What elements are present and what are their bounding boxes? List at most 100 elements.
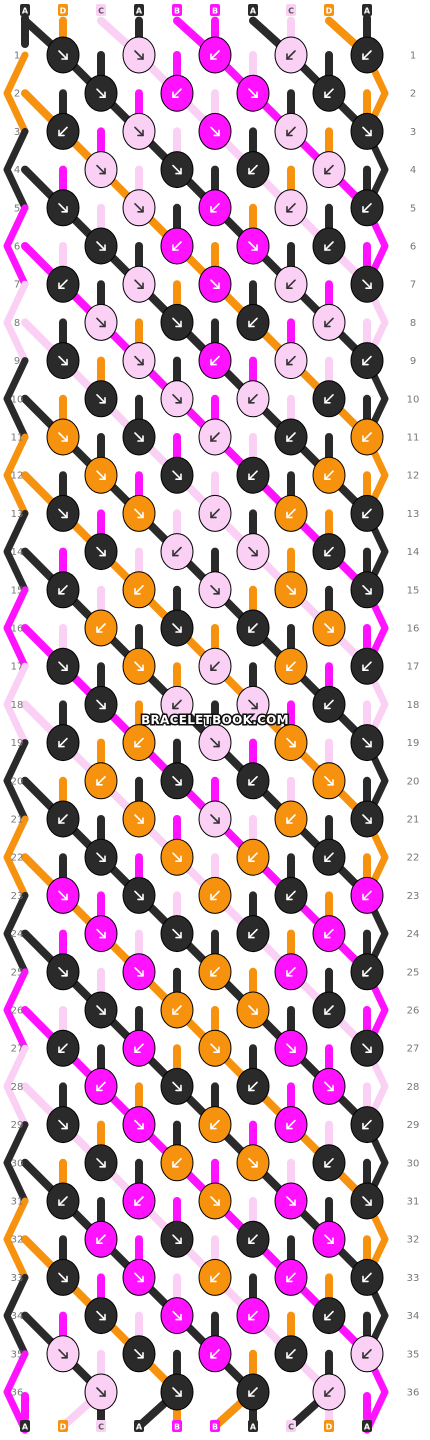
knot-arrow-icon xyxy=(324,164,334,175)
knot xyxy=(198,1258,232,1296)
row-number-left: 1 xyxy=(14,51,20,62)
knot xyxy=(160,1373,194,1411)
knot xyxy=(198,342,232,380)
edge-strand xyxy=(3,1197,29,1281)
knot-arrow-icon xyxy=(96,393,106,404)
row-number-left: 5 xyxy=(14,203,20,214)
knot-arrow-icon xyxy=(362,584,372,595)
knot-arrow-icon xyxy=(362,355,372,366)
knot-arrow-icon xyxy=(58,355,68,366)
knot-arrow-icon xyxy=(58,1196,68,1206)
svg-text:A: A xyxy=(22,1423,29,1432)
knot xyxy=(46,876,80,914)
knot-arrow-icon xyxy=(172,393,182,404)
knot xyxy=(312,1144,346,1182)
knot xyxy=(46,724,80,762)
knot xyxy=(84,991,118,1029)
knot xyxy=(46,953,80,991)
knot xyxy=(274,800,308,838)
knot-arrow-icon xyxy=(58,126,68,137)
row-number-right: 21 xyxy=(407,815,420,826)
edge-strand xyxy=(3,815,29,899)
knot-arrow-icon xyxy=(134,661,144,672)
svg-text:D: D xyxy=(60,1423,67,1432)
knot xyxy=(236,991,270,1029)
knot xyxy=(84,1220,118,1258)
strand-label-bottom: A xyxy=(134,1420,144,1432)
knot-arrow-icon xyxy=(58,508,68,519)
knot-arrow-icon xyxy=(286,50,296,60)
knot xyxy=(160,685,194,723)
knot-arrow-icon xyxy=(248,470,258,481)
knot-arrow-icon xyxy=(96,775,106,786)
knot-arrow-icon xyxy=(286,737,296,748)
knot xyxy=(236,533,270,571)
edge-strand xyxy=(3,1121,29,1205)
knot xyxy=(160,1297,194,1335)
knot-arrow-icon xyxy=(58,1349,68,1359)
edge-strand xyxy=(3,280,29,365)
knot xyxy=(84,685,118,723)
row-number-right: 36 xyxy=(407,1388,420,1399)
knot-arrow-icon xyxy=(96,546,106,557)
knot-arrow-icon xyxy=(286,661,296,672)
knot-arrow-icon xyxy=(96,164,106,175)
knot-arrow-icon xyxy=(362,1349,372,1359)
knot-arrow-icon xyxy=(362,890,372,901)
knot xyxy=(312,227,346,265)
svg-text:B: B xyxy=(212,7,218,16)
knot-arrow-icon xyxy=(248,546,258,557)
svg-text:A: A xyxy=(364,7,371,16)
knot xyxy=(46,494,80,532)
knot-arrow-icon xyxy=(324,775,334,786)
knot xyxy=(350,800,384,838)
knot-arrow-icon xyxy=(324,393,334,404)
knot-arrow-icon xyxy=(96,1310,106,1321)
knot-arrow-icon xyxy=(248,241,258,251)
knot xyxy=(198,800,232,838)
knot xyxy=(312,456,346,494)
knot xyxy=(46,265,80,303)
knot xyxy=(274,1029,308,1067)
knot-arrow-icon xyxy=(210,355,220,366)
knot xyxy=(350,418,384,456)
edge-strand xyxy=(3,357,29,441)
knot-arrow-icon xyxy=(362,1272,372,1283)
knot xyxy=(122,1258,156,1296)
knot xyxy=(84,456,118,494)
knot-arrow-icon xyxy=(324,88,334,98)
knot xyxy=(236,74,270,112)
knot xyxy=(274,189,308,227)
edge-strand xyxy=(3,1350,29,1434)
knot xyxy=(350,876,384,914)
knot-arrow-icon xyxy=(172,1310,182,1321)
row-number-left: 2 xyxy=(14,89,20,100)
knot-arrow-icon xyxy=(210,279,220,290)
knot-arrow-icon xyxy=(210,432,220,442)
knot xyxy=(350,571,384,609)
knot-arrow-icon xyxy=(172,317,182,328)
knot xyxy=(350,1182,384,1220)
row-number-left: 36 xyxy=(11,1388,24,1399)
strand-label-bottom: A xyxy=(362,1420,372,1432)
edge-strand xyxy=(3,51,29,135)
knot xyxy=(122,494,156,532)
row-number-left: 16 xyxy=(11,624,24,635)
knot-arrow-icon xyxy=(172,1005,182,1015)
knot xyxy=(122,1106,156,1144)
knot xyxy=(236,456,270,494)
edge-strand xyxy=(3,1044,29,1129)
knot-arrow-icon xyxy=(58,432,68,442)
knot xyxy=(198,265,232,303)
knot xyxy=(274,342,308,380)
strand-label-bottom: A xyxy=(20,1420,30,1432)
knot-arrow-icon xyxy=(286,203,296,213)
knot xyxy=(312,151,346,189)
knot xyxy=(160,227,194,265)
knot xyxy=(274,953,308,991)
knot xyxy=(122,189,156,227)
knot-arrow-icon xyxy=(210,1043,220,1053)
knot xyxy=(312,991,346,1029)
row-number-left: 18 xyxy=(11,700,24,711)
